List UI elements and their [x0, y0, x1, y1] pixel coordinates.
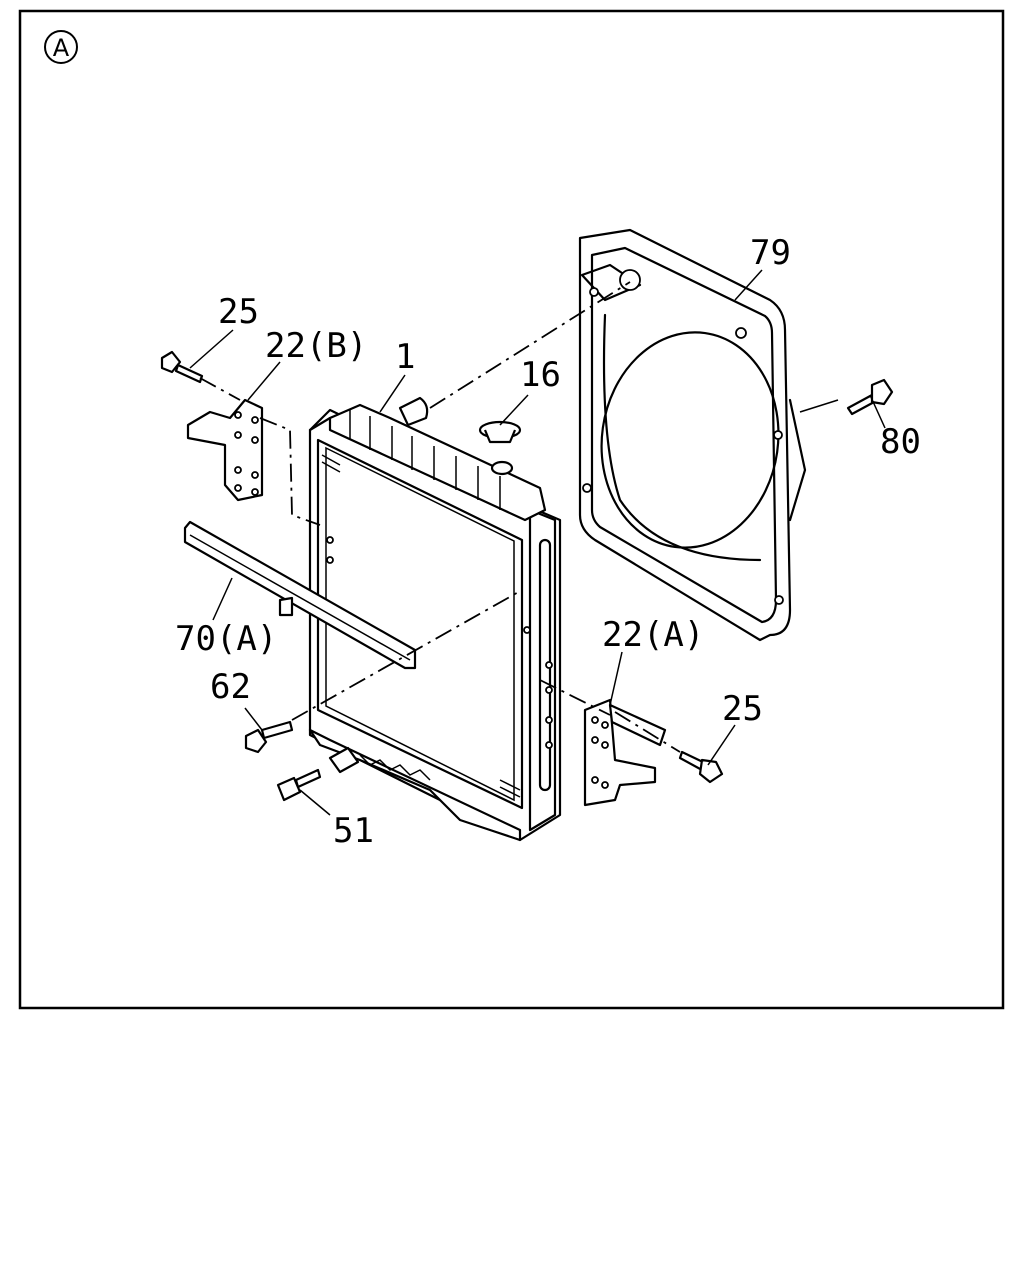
assembly-line-2	[291, 589, 523, 721]
bolt-62	[244, 720, 294, 754]
drain-cock-51	[276, 746, 360, 802]
radiator-core	[308, 396, 562, 842]
bracket-22b	[186, 398, 264, 502]
callout-16: 16	[520, 355, 561, 395]
bolt-25-right	[678, 750, 724, 784]
callout-51: 51	[333, 811, 374, 851]
stay-70a	[183, 520, 417, 670]
leader-lines	[189, 269, 886, 816]
diagram-frame	[18, 9, 1005, 1010]
callout-80: 80	[880, 422, 921, 462]
callout-1: 1	[395, 337, 415, 377]
fan-shroud	[578, 228, 807, 642]
assembly-line-3	[539, 679, 611, 716]
radiator-cap	[478, 420, 522, 476]
callout-70a: 70(A)	[175, 619, 277, 659]
callout-22b: 22(B)	[265, 326, 367, 366]
bracket-22a	[583, 698, 667, 807]
assembly-line-6	[199, 377, 241, 401]
callout-62: 62	[210, 667, 251, 707]
callout-22a: 22(A)	[602, 615, 704, 655]
callout-25-right: 25	[722, 689, 763, 729]
section-marker: A	[44, 30, 78, 64]
assembly-line-5	[259, 417, 321, 526]
callout-79: 79	[750, 233, 791, 273]
bolt-25-left	[160, 350, 204, 384]
assembly-line-4	[614, 711, 681, 753]
assembly-line-1	[429, 281, 631, 409]
callout-25-left: 25	[218, 292, 259, 332]
section-marker-label: A	[53, 34, 70, 62]
bolt-80	[846, 378, 894, 416]
